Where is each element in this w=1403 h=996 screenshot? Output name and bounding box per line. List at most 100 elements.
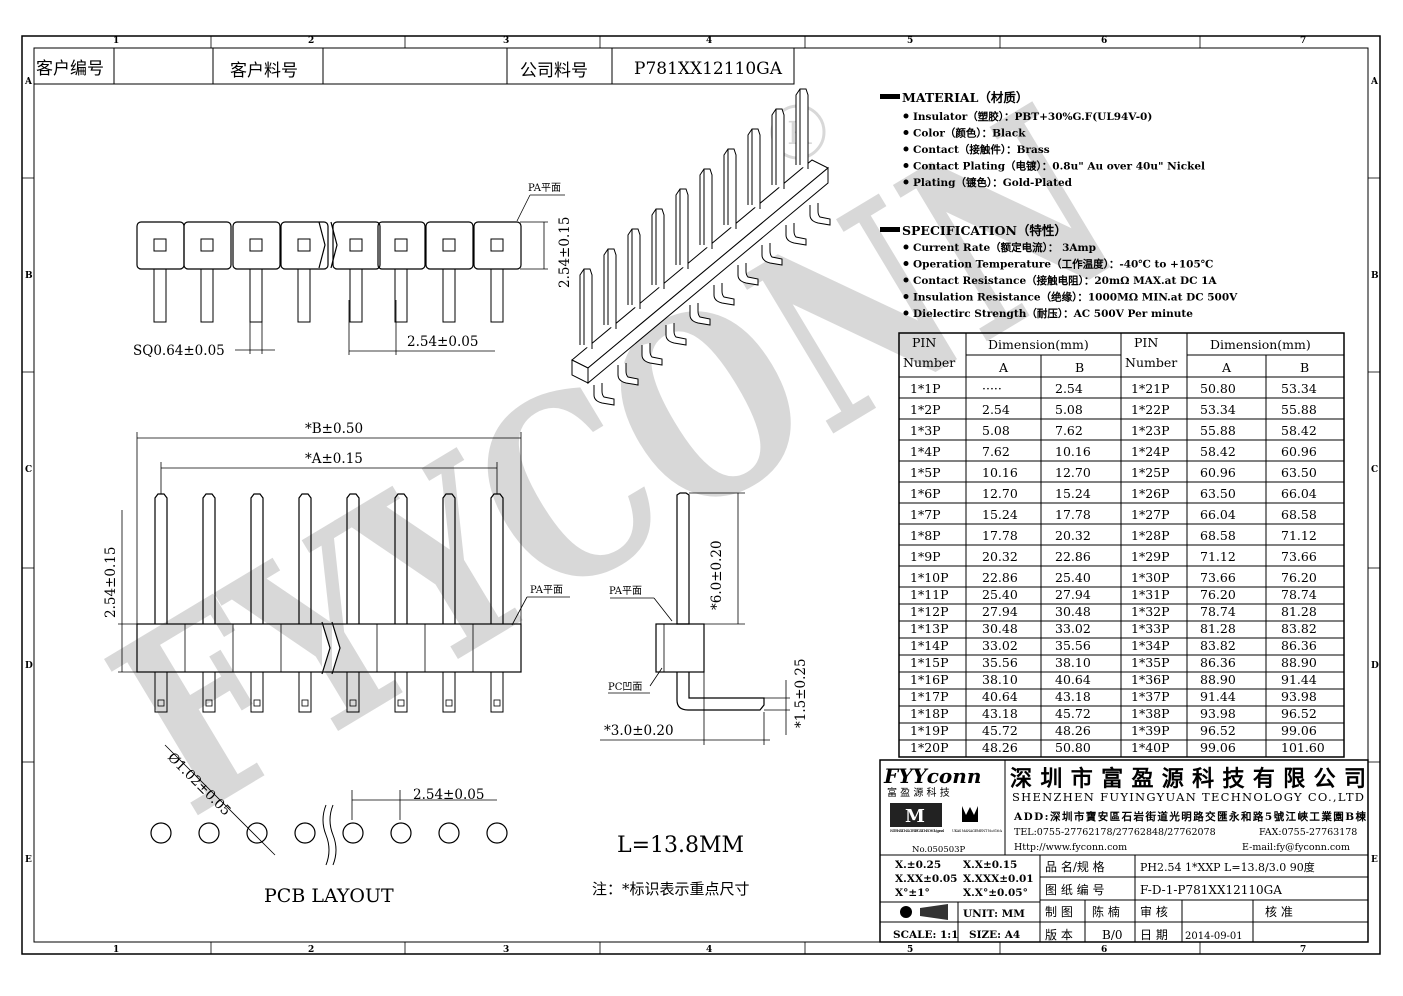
table-cell: 91.44 <box>1281 672 1317 687</box>
grid-col-label: 3 <box>503 36 509 46</box>
table-cell: 30.48 <box>982 621 1018 636</box>
grid-col-label: 2 <box>308 36 314 46</box>
table-cell: 1*18P <box>910 706 949 721</box>
table-cell: 101.60 <box>1281 740 1325 755</box>
dim-pin-height: *6.0±0.20 <box>709 540 725 610</box>
dim-tail-thickness: *1.5±0.25 <box>793 658 809 728</box>
company-name-en: SHENZHEN FUYINGYUAN TECHNOLOGY CO.,LTD <box>1012 790 1364 804</box>
table-cell: 33.02 <box>1055 621 1091 636</box>
grid-col-label: 3 <box>503 945 509 955</box>
table-cell: 53.34 <box>1200 402 1236 417</box>
brand-subtitle: 富 盈 源 科 技 <box>887 786 950 799</box>
table-cell: 17.78 <box>1055 507 1091 522</box>
table-cell: 73.66 <box>1200 570 1236 585</box>
table-cell: 55.88 <box>1200 423 1236 438</box>
grid-col-label: 6 <box>1101 36 1107 46</box>
grid-row-label: E <box>25 855 32 865</box>
table-cell: 1*31P <box>1131 587 1170 602</box>
table-cell: 1*1P <box>910 381 941 396</box>
grid-col-label: 4 <box>706 36 712 46</box>
note-label: 注：*标识表示重点尺寸 <box>592 880 750 898</box>
dim-pcb-pitch: 2.54±0.05 <box>413 787 484 803</box>
table-cell: 68.58 <box>1200 528 1236 543</box>
header-company-part: 公司料号 <box>520 61 588 81</box>
table-cell: 1*12P <box>910 604 949 619</box>
table-cell: 91.44 <box>1200 689 1236 704</box>
value-drawing-no: F-D-1-P781XX12110GA <box>1140 883 1282 897</box>
table-cell: 1*3P <box>910 423 941 438</box>
spec-item: Insulation Resistance（绝缘）：1000MΩ MIN.at … <box>913 291 1238 304</box>
table-cell: 1*37P <box>1131 689 1170 704</box>
table-cell: 86.36 <box>1200 655 1236 670</box>
table-cell: 73.66 <box>1281 549 1317 564</box>
specification-title: SPECIFICATION（特性） <box>902 223 1067 238</box>
table-cell: 1*4P <box>910 444 941 459</box>
length-label: L=13.8MM <box>617 833 744 858</box>
table-cell: 1*29P <box>1131 549 1170 564</box>
value-version: B/0 <box>1102 928 1123 942</box>
table-cell: 78.74 <box>1281 587 1317 602</box>
table-cell: 58.42 <box>1281 423 1317 438</box>
specification-section: SPECIFICATION（特性） Current Rate（额定电流）： 3A… <box>880 223 1238 320</box>
table-cell: 5.08 <box>982 423 1010 438</box>
company-fax: FAX:0755-27763178 <box>1259 827 1357 838</box>
ukas-text: UKAS MANAGEMENT No.016-A <box>952 829 1002 833</box>
grid-col-label: 2 <box>308 945 314 955</box>
pcb-layout <box>150 744 508 866</box>
table-cell: 1*35P <box>1131 655 1170 670</box>
header-customer-no: 客户编号 <box>36 59 104 79</box>
header-row: 客户编号 客户料号 公司料号 P781XX12110GA <box>33 47 795 85</box>
table-cell: 20.32 <box>1055 528 1091 543</box>
table-cell: 63.50 <box>1200 486 1236 501</box>
table-cell: 76.20 <box>1200 587 1236 602</box>
grid-col-label: 1 <box>113 945 119 955</box>
bullet-icon <box>903 277 909 283</box>
table-cell: 43.18 <box>1055 689 1091 704</box>
isometric-view <box>571 88 831 406</box>
table-cell: 78.74 <box>1200 604 1236 619</box>
table-cell: 88.90 <box>1281 655 1317 670</box>
dim-a: *A±0.15 <box>305 451 363 467</box>
table-cell: 1*38P <box>1131 706 1170 721</box>
table-cell: 58.42 <box>1200 444 1236 459</box>
table-cell: 12.70 <box>982 486 1018 501</box>
pa-face-label-front: PA平面 <box>530 585 563 596</box>
th-pin-left: PIN <box>912 335 936 350</box>
table-cell: 7.62 <box>982 444 1010 459</box>
table-cell: 15.24 <box>982 507 1018 522</box>
table-cell: 1*36P <box>1131 672 1170 687</box>
table-cell: 86.36 <box>1281 638 1317 653</box>
table-cell: 1*17P <box>910 689 949 704</box>
table-cell: 96.52 <box>1281 706 1317 721</box>
table-cell: 17.78 <box>982 528 1018 543</box>
pa-face-label-side: PA平面 <box>609 586 642 597</box>
table-cell: 66.04 <box>1281 486 1317 501</box>
bullet-icon <box>903 130 909 135</box>
iso-text: INTERNATIONAL CERTIFICATION ISO 9001 App… <box>890 829 945 833</box>
grid-row-label: D <box>1371 661 1379 671</box>
table-cell: 40.64 <box>982 689 1018 704</box>
bullet-icon <box>903 244 909 250</box>
tolerance-5: X°±1° <box>895 887 930 899</box>
table-cell: 60.96 <box>1281 444 1317 459</box>
table-cell: 1*13P <box>910 621 949 636</box>
th-dimension-left: Dimension(mm) <box>988 337 1089 352</box>
table-cell: 30.48 <box>1055 604 1091 619</box>
table-cell: 1*15P <box>910 655 949 670</box>
th-a-right: A <box>1221 360 1232 375</box>
table-cell: 99.06 <box>1200 740 1236 755</box>
table-cell: 12.70 <box>1055 465 1091 480</box>
table-cell: 25.40 <box>982 587 1018 602</box>
table-cell: 53.34 <box>1281 381 1317 396</box>
table-cell: 10.16 <box>982 465 1018 480</box>
table-cell: 1*26P <box>1131 486 1170 501</box>
table-cell: 22.86 <box>1055 549 1091 564</box>
table-cell: 20.32 <box>982 549 1018 564</box>
dim-pitch-top: 2.54±0.05 <box>407 334 478 350</box>
bullet-icon <box>903 294 909 299</box>
th-number-left: Number <box>903 355 955 370</box>
company-name-cn: 深圳市富盈源科技有限公司 <box>1010 766 1366 792</box>
iso-logo-icon: M <box>905 806 925 827</box>
table-cell: 45.72 <box>982 723 1018 738</box>
cert-number: No.050503P <box>912 845 966 855</box>
